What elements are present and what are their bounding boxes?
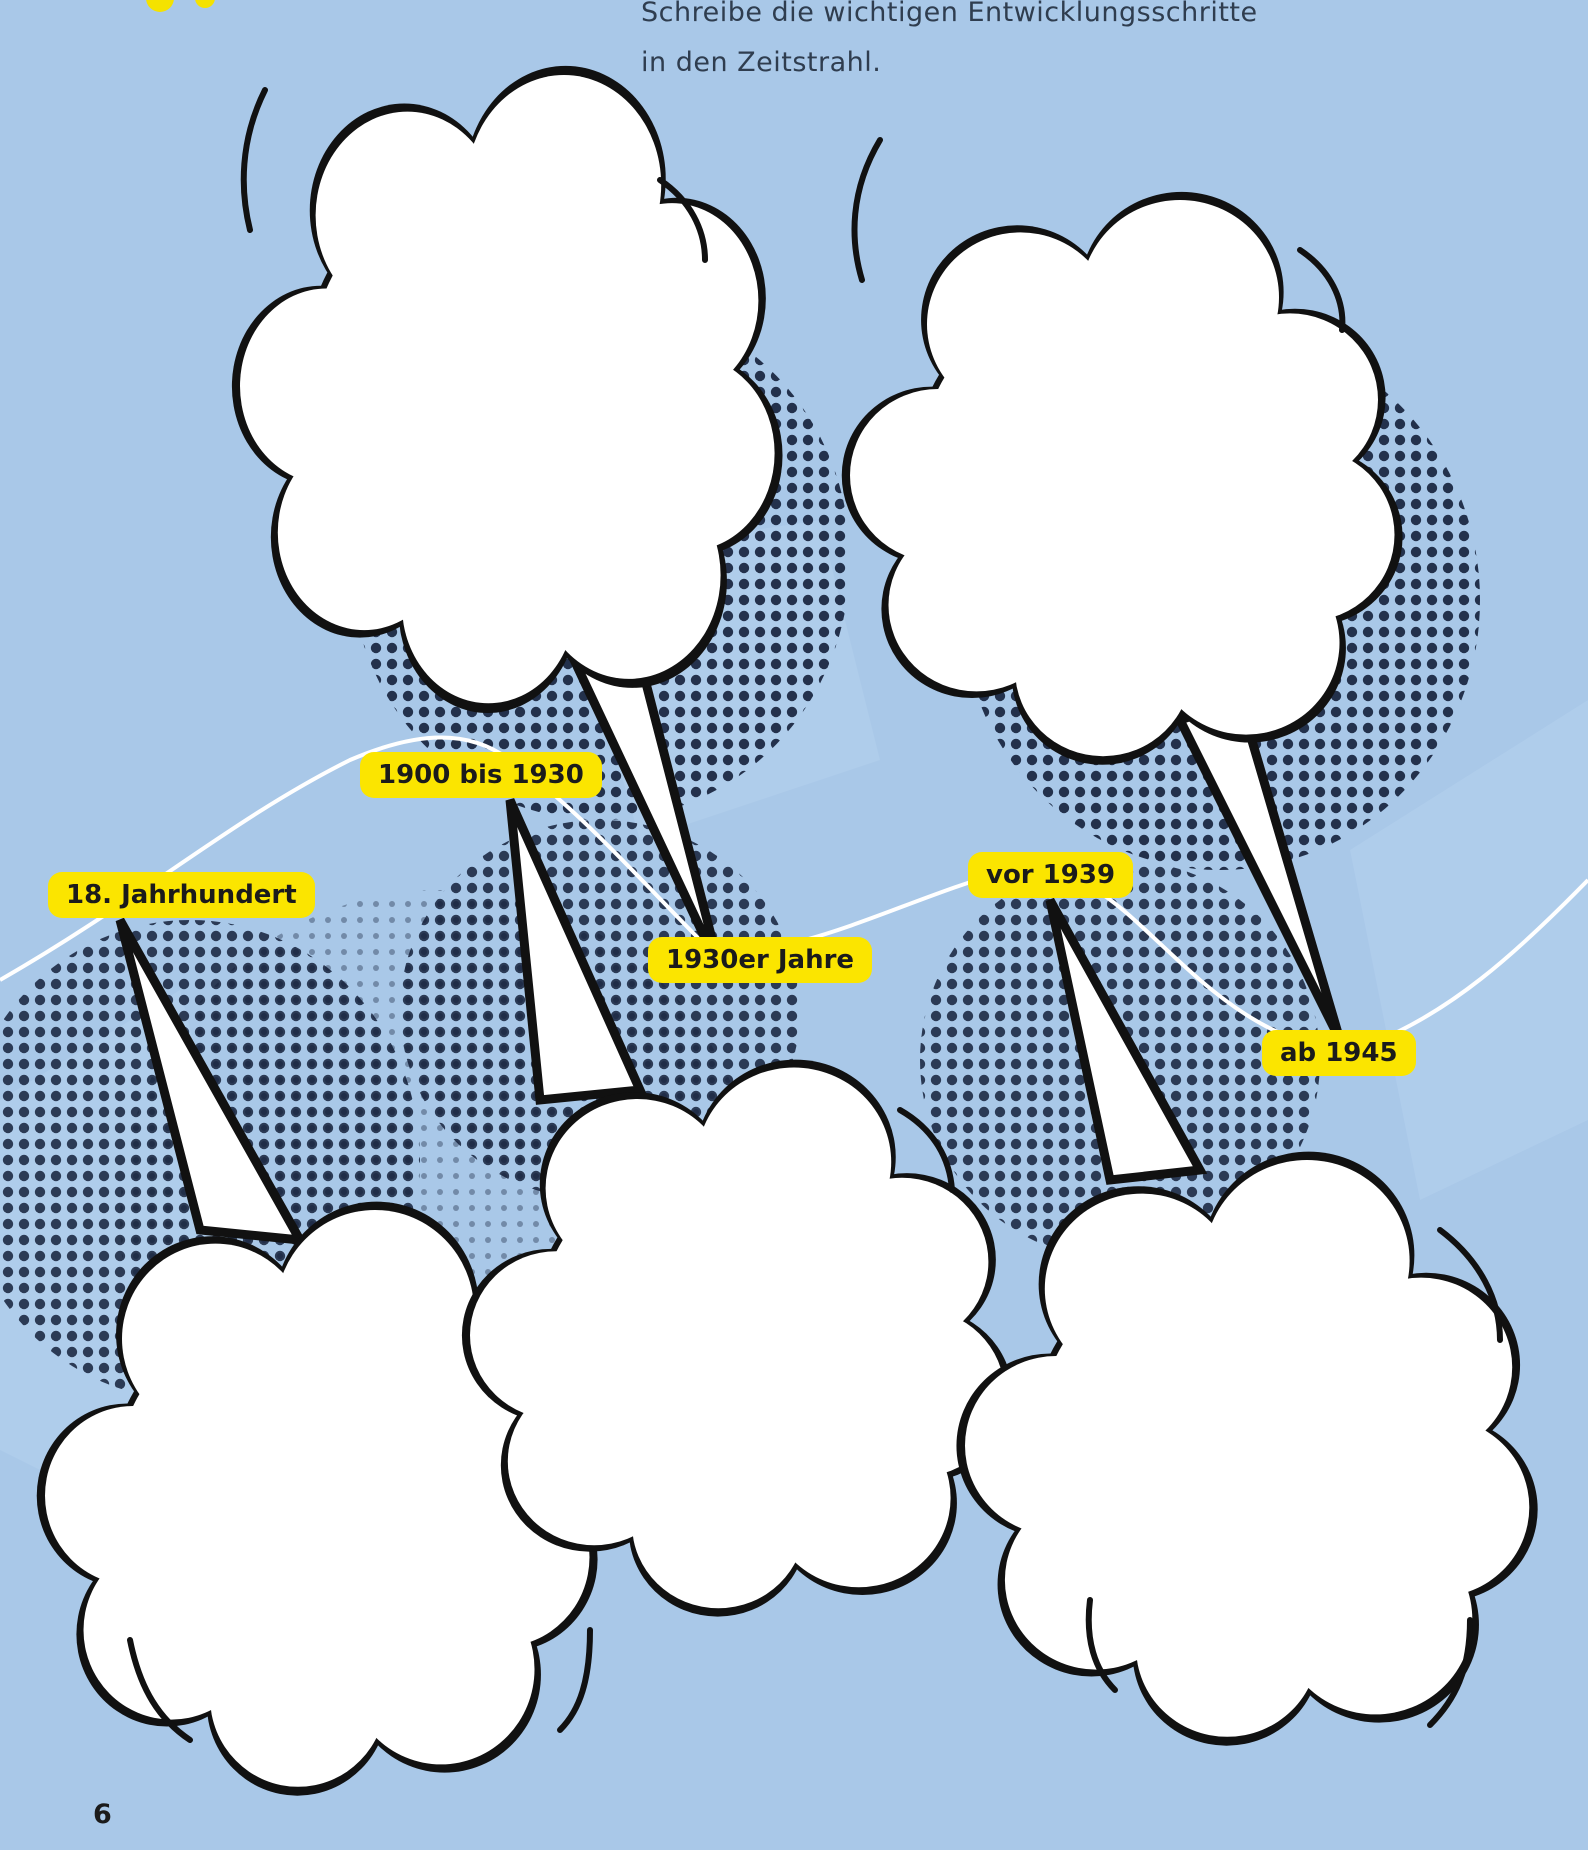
bubble-top-right (842, 192, 1403, 765)
bubble-top-left (232, 66, 783, 713)
timeline-label-1930s: 1930er Jahre (648, 937, 872, 983)
instruction-text: Schreibe die wichtigen Entwicklungsschri… (641, 0, 1401, 88)
instruction-line-1: Schreibe die wichtigen Entwicklungsschri… (641, 0, 1401, 38)
timeline-label-18th-century: 18. Jahrhundert (48, 872, 315, 918)
timeline-label-1900-1930: 1900 bis 1930 (360, 752, 602, 798)
instruction-line-2: in den Zeitstrahl. (641, 38, 1401, 88)
page-number: 6 (93, 1799, 112, 1830)
yellow-corner-mark (146, 0, 215, 12)
timeline-label-before-1939: vor 1939 (968, 852, 1133, 898)
timeline-label-from-1945: ab 1945 (1262, 1030, 1416, 1076)
